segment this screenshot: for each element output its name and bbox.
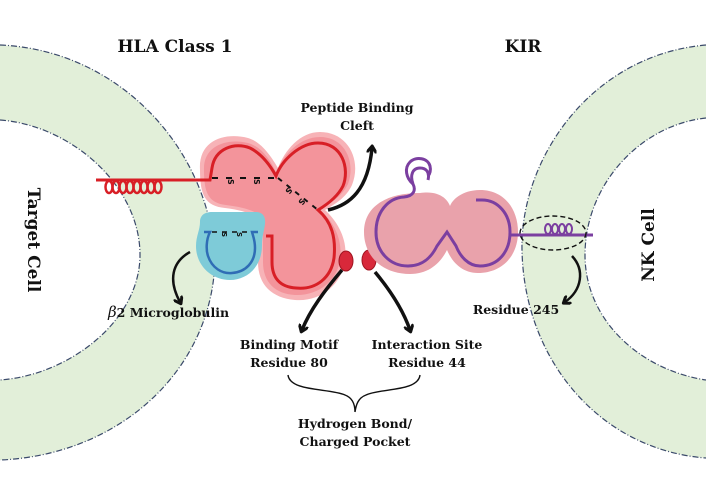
b2m-body: [196, 212, 266, 280]
disulfide-s-2: S: [252, 179, 261, 185]
interaction-site-label-line1: Interaction Site: [372, 337, 483, 352]
target-membrane-inner-edge: [0, 119, 141, 381]
nk-cell-membrane: [521, 44, 706, 459]
nk-membrane-outer-edge: [521, 44, 706, 459]
b2m-label: β2 Microglobulin: [107, 303, 229, 321]
kir-body: [364, 190, 518, 274]
disulfide-s-3: S: [283, 185, 294, 195]
arrow-residue-245: [565, 255, 582, 302]
arrow-b2m: [172, 250, 191, 302]
residue-245-highlight-circle: [519, 215, 587, 251]
kir-hook-line: [404, 157, 432, 186]
nk-cell-label: NK Cell: [639, 208, 659, 282]
arrow-binding-motif: [302, 268, 344, 330]
hla-transmembrane-helix: [96, 178, 200, 195]
disulfide-s-1: S: [226, 179, 235, 185]
target-membrane-band: [0, 45, 215, 460]
hla-chain-line: [200, 141, 347, 290]
kir-transmembrane-helix: [510, 215, 593, 251]
nk-membrane-band: [521, 45, 706, 458]
disulfide-s-4: S: [296, 196, 307, 206]
binding-motif-label-line2: Residue 80: [250, 355, 328, 370]
beta2-microglobulin: S S: [196, 212, 266, 280]
hla-body: [203, 137, 351, 296]
nk-membrane-inner-edge: [584, 117, 706, 381]
residue-245-label: Residue 245: [473, 302, 559, 317]
binding-motif-label-line1: Binding Motif: [240, 337, 340, 352]
hla-heavy-chain: S S S S: [199, 132, 356, 301]
b2m-disulfide-s-1: S: [220, 232, 228, 237]
kir-receptor: [364, 157, 518, 274]
brace-hbond: [287, 374, 421, 413]
arrow-interaction-site: [373, 270, 410, 330]
b2m-chain-line: [204, 230, 258, 275]
hla-class-1-title: HLA Class 1: [117, 37, 232, 57]
hla-contact-residue: [338, 250, 354, 272]
peptide-cleft-label-line2: Cleft: [340, 118, 374, 133]
interaction-site-label-line2: Residue 44: [388, 355, 466, 370]
beta-symbol: β: [107, 303, 117, 321]
kir-chain-line: [374, 166, 512, 268]
kir-title: KIR: [505, 37, 543, 57]
peptide-cleft-label-line1: Peptide Binding: [300, 100, 413, 115]
target-cell-label: Target Cell: [23, 188, 43, 293]
hbond-label-line1: Hydrogen Bond/: [298, 416, 413, 431]
arrow-peptide-cleft: [327, 148, 372, 212]
b2m-label-text: 2 Microglobulin: [117, 305, 229, 320]
hbond-label-line2: Charged Pocket: [300, 434, 411, 449]
b2m-disulfide-s-2: S: [235, 232, 243, 237]
